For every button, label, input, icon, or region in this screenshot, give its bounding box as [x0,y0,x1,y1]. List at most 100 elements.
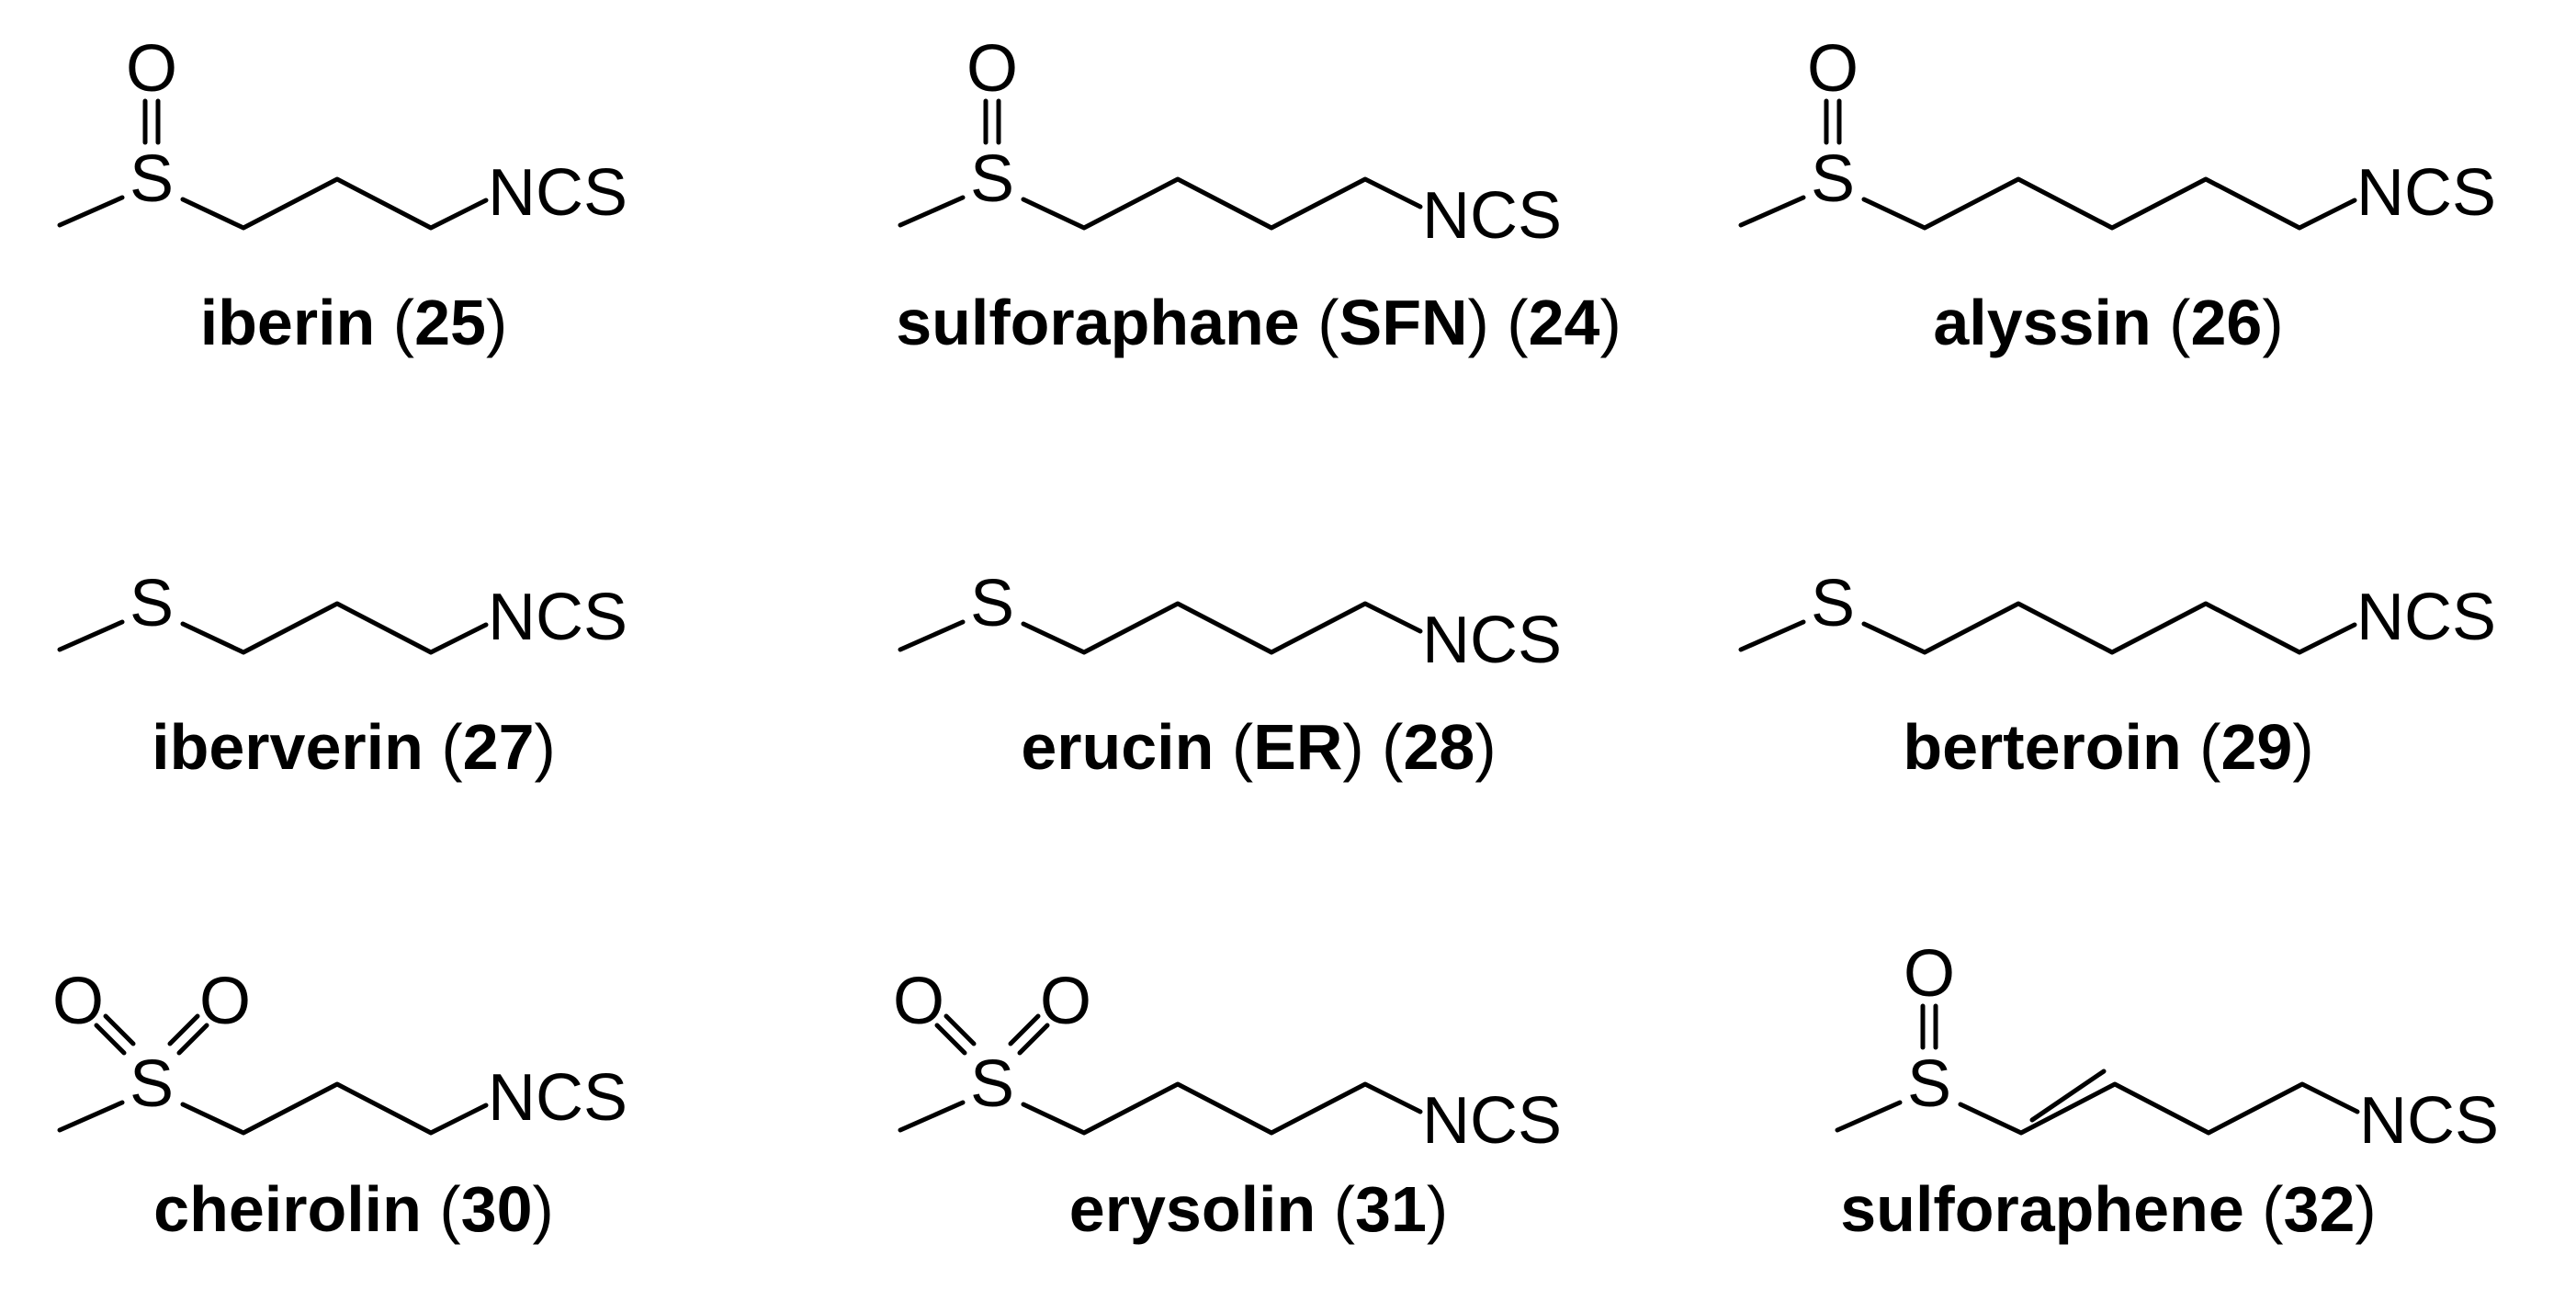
compound-name: iberin [200,287,376,358]
paren-close: ) [486,287,507,358]
methyl-bond [898,619,966,652]
carbon-chain [180,176,489,231]
compound-number: 27 [463,711,535,783]
paren-close: ) [2262,287,2283,358]
sulfur-atom: S [1811,142,1855,216]
compound-abbreviation: SFN [1339,287,1468,358]
oxygen-atom: O [1807,32,1859,106]
so2-bond-left-a [94,1023,127,1056]
compound-number: 29 [2220,711,2292,783]
so2-bond-left-b [103,1013,136,1046]
carbon-chain [180,1081,489,1136]
compound-name: erucin [1021,711,1214,783]
compound-number: 26 [2190,287,2262,358]
so2-bond-left-a [934,1023,967,1056]
sulfur-atom: S [130,1047,174,1121]
sulfur-atom: S [970,567,1014,640]
compound-name: cheirolin [153,1173,422,1245]
methyl-bond [1835,1100,1903,1133]
sulfur-atom: S [130,142,174,216]
oxygen-atom: O [966,32,1018,106]
caption-alyssin: alyssin (26) [1933,287,2283,358]
methyl-bond [898,195,966,228]
compound-number: 24 [1529,287,1600,358]
compound-name: iberverin [152,711,424,783]
compound-number: 25 [414,287,486,358]
oxygen-atom: O [126,32,177,106]
sulfur-atom: S [1811,567,1855,640]
compound-name: sulforaphene [1840,1173,2244,1245]
sulfur-atom: S [970,1047,1014,1121]
paren-open: ( [1300,287,1339,358]
paren-open: ( [1364,711,1404,783]
isothiocyanate-group: NCS [2356,156,2496,230]
so2-bond-left-b [943,1013,977,1046]
carbon-chain [1861,176,2357,231]
isothiocyanate-group: NCS [488,156,627,230]
caption-iberverin: iberverin (27) [152,711,556,783]
compound-name: sulforaphane [896,287,1300,358]
isothiocyanate-group: NCS [488,581,627,654]
paren-open: ( [2152,287,2191,358]
paren-open: ( [424,711,463,783]
paren-close: ) [2292,711,2313,783]
so2-bond-right-b [1008,1013,1041,1046]
methyl-bond [1738,619,1806,652]
paren-open: ( [1316,1173,1355,1245]
so2-bond-right-b [167,1013,200,1046]
compound-name: alyssin [1933,287,2151,358]
carbon-chain [1861,601,2357,655]
sulfur-atom: S [130,567,174,640]
paren-close: ) [1342,711,1363,783]
compound-name: berteroin [1903,711,2181,783]
carbon-chain [1958,1081,2360,1136]
isothiocyanate-group: NCS [1422,179,1562,253]
compound-abbreviation: ER [1253,711,1342,783]
oxygen-atom: O [1904,937,1955,1011]
carbon-chain [1021,176,1423,231]
paren-close: ) [1468,287,1489,358]
compound-number: 30 [461,1173,533,1245]
paren-close: ) [533,1173,554,1245]
paren-close: ) [2355,1173,2376,1245]
caption-iberin: iberin (25) [200,287,508,358]
paren-open: ( [375,287,414,358]
methyl-bond [57,1100,125,1133]
caption-cheirolin: cheirolin (30) [153,1173,554,1245]
paren-open: ( [2182,711,2221,783]
structure-iberverin: S NCS iberverin (27) [57,567,627,783]
alkene-double-bond [2029,1069,2107,1123]
caption-sulforaphane: sulforaphane (SFN) (24) [896,287,1621,358]
so2-bond-right-a [176,1023,209,1056]
isothiocyanate-group: NCS [1422,1084,1562,1158]
carbon-chain [1021,1081,1423,1136]
compound-number: 31 [1355,1173,1427,1245]
structure-berteroin: S NCS berteroin (29) [1738,567,2496,783]
paren-open: ( [422,1173,461,1245]
paren-open: ( [1214,711,1253,783]
methyl-bond [57,619,125,652]
paren-close: ) [535,711,556,783]
so2-bond-right-a [1017,1023,1050,1056]
isothiocyanate-group: NCS [2356,581,2496,654]
carbon-chain [1021,601,1423,655]
caption-sulforaphene: sulforaphene (32) [1840,1173,2376,1245]
paren-open: ( [1489,287,1529,358]
caption-erysolin: erysolin (31) [1069,1173,1448,1245]
paren-open: ( [2244,1173,2284,1245]
sulfur-atom: S [970,142,1014,216]
methyl-bond [57,195,125,228]
caption-erucin: erucin (ER) (28) [1021,711,1496,783]
methyl-bond [1738,195,1806,228]
caption-berteroin: berteroin (29) [1903,711,2313,783]
isothiocyanate-group: NCS [488,1061,627,1135]
sulfur-atom: S [1907,1047,1951,1121]
